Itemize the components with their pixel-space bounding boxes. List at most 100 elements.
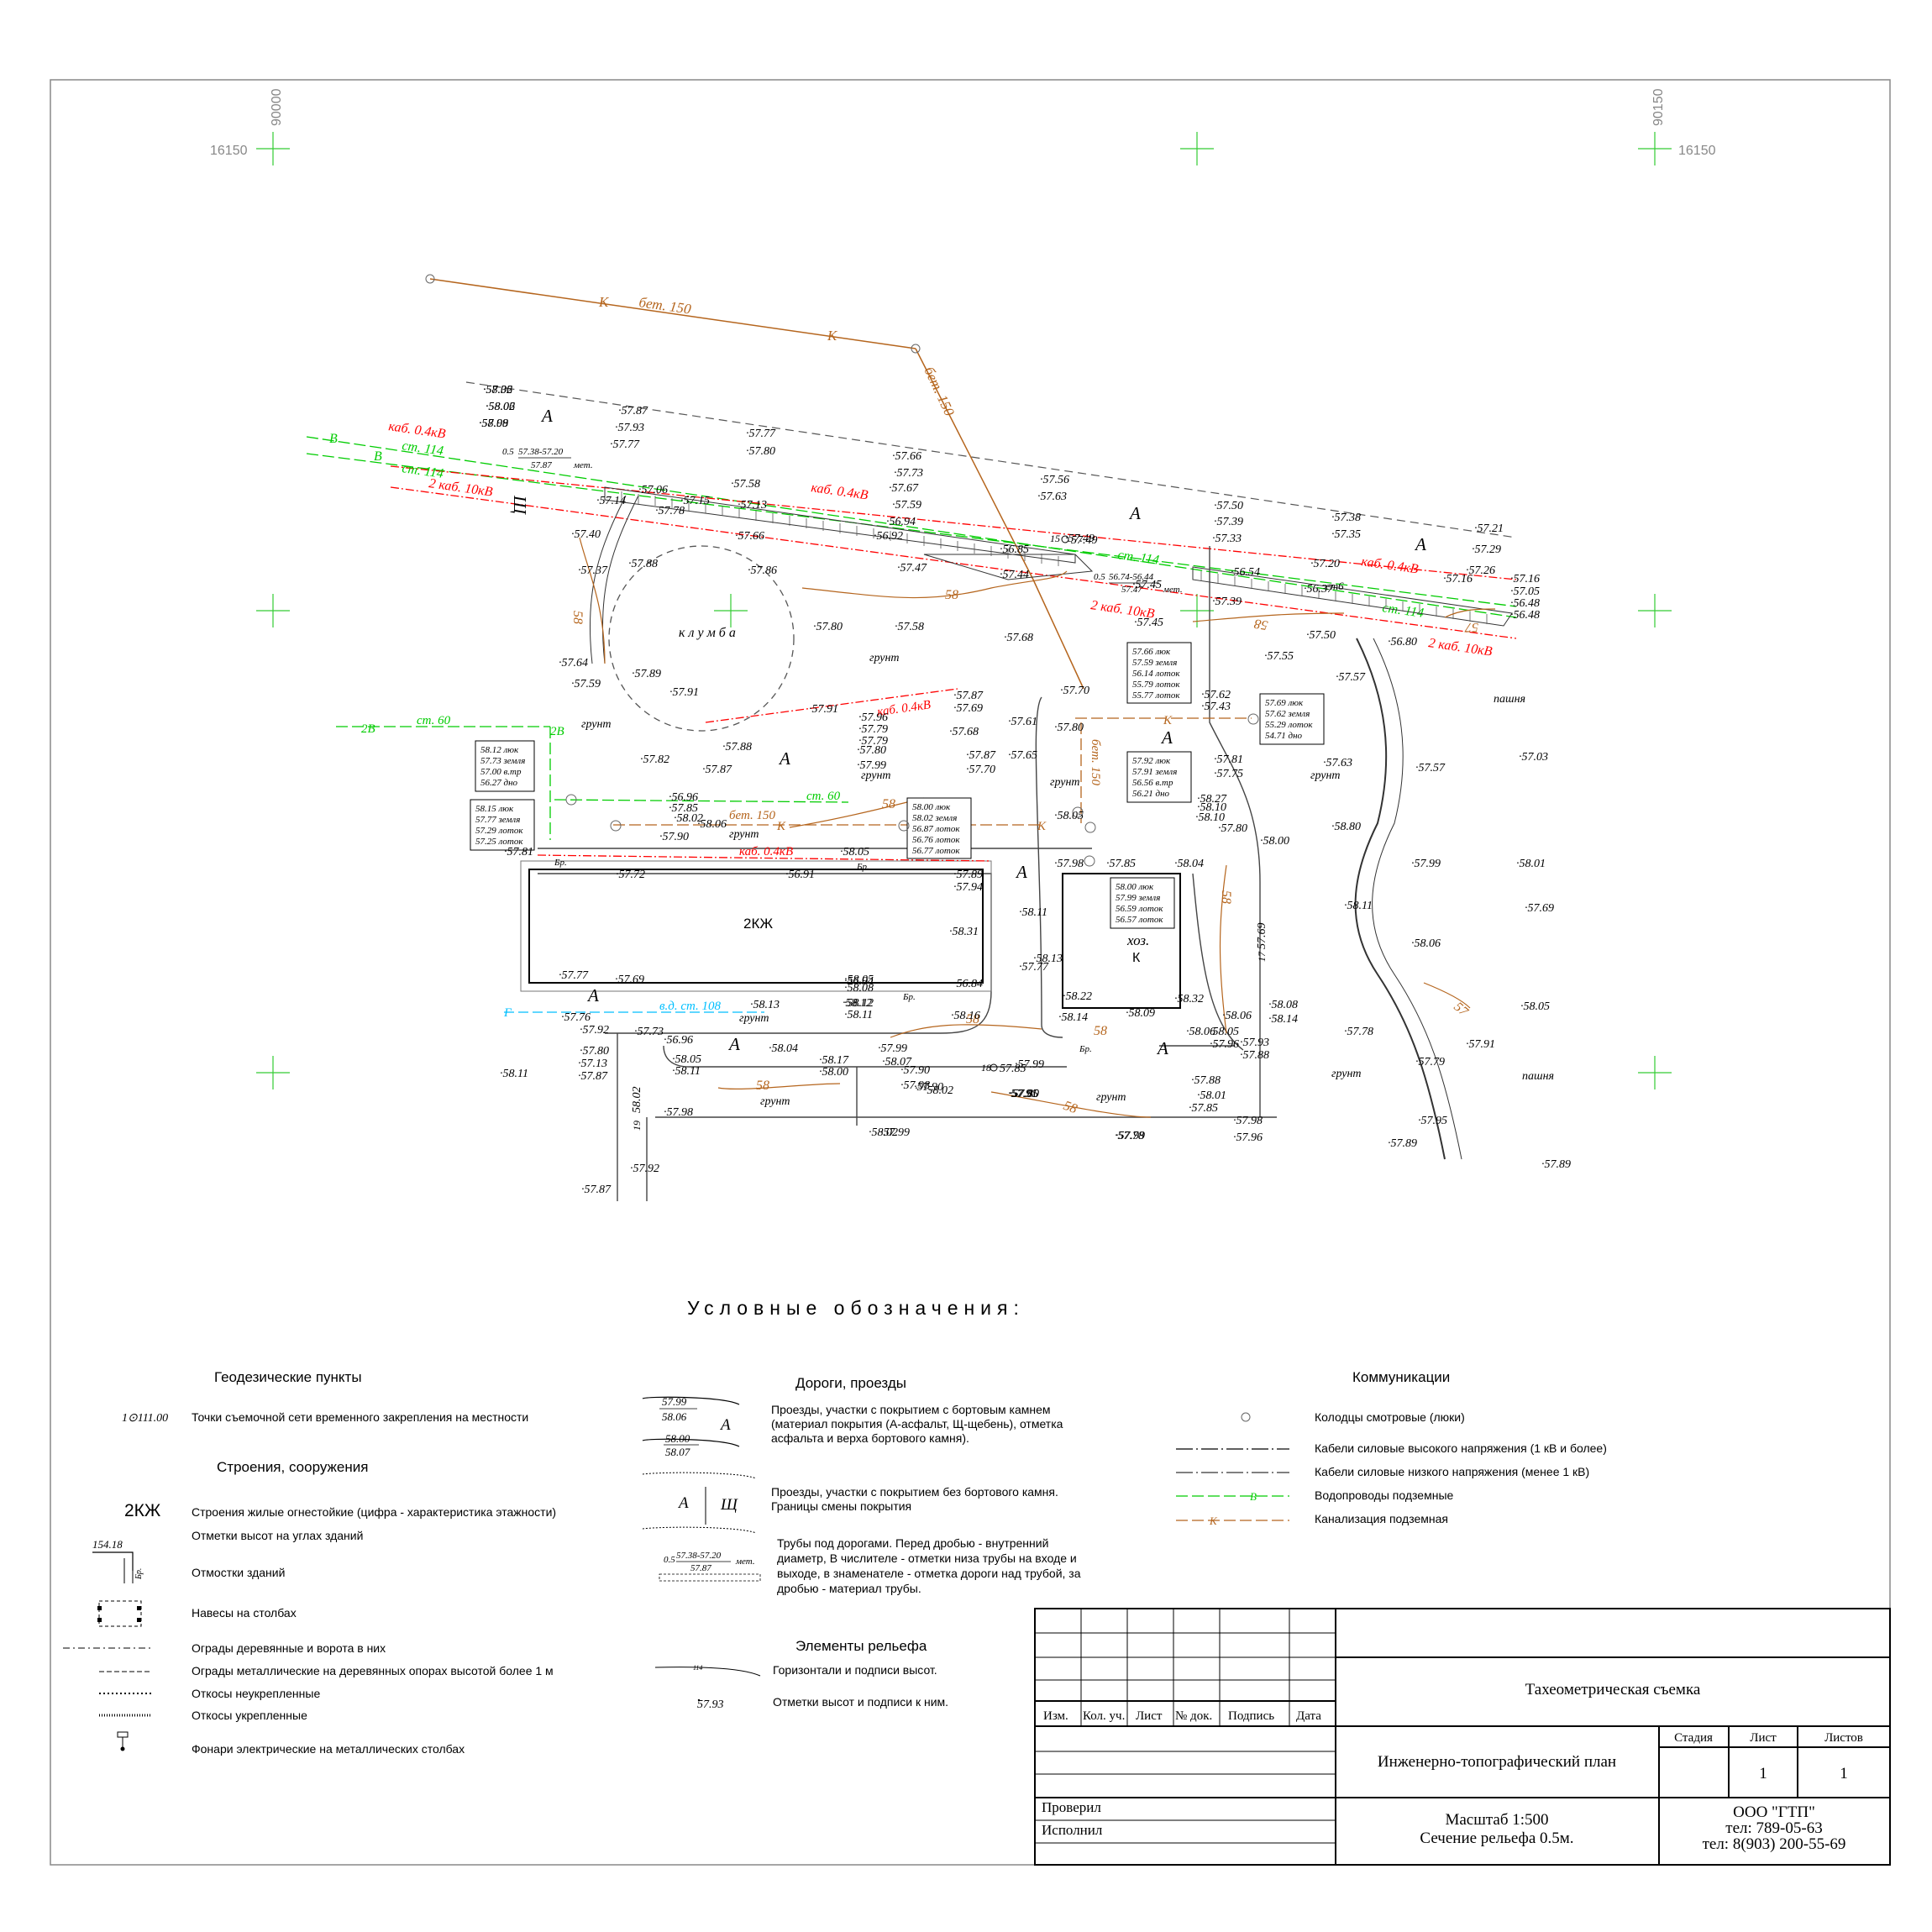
lamp-icon bbox=[117, 1731, 129, 1747]
stamp-header: № док. bbox=[1175, 1709, 1212, 1723]
elevation-mark: ·58.13 bbox=[1033, 953, 1063, 965]
grid-crosses bbox=[256, 132, 1672, 1089]
elevation-mark: ·58.07 bbox=[882, 1056, 912, 1068]
culvert-mat: мет. bbox=[1163, 585, 1183, 595]
elevation-mark: ·57.66 bbox=[892, 450, 921, 463]
elevation-mark: ·58.12 bbox=[843, 997, 872, 1010]
elevation-mark: ·57.50 bbox=[1214, 500, 1243, 512]
svg-text:57.66 люк: 57.66 люк bbox=[1132, 647, 1171, 657]
elevation-mark: ·56.96 bbox=[664, 1034, 693, 1047]
building-2kzh bbox=[528, 869, 984, 984]
contour-label: 58 bbox=[882, 797, 895, 811]
elevation-mark: ·57.77 bbox=[746, 428, 776, 440]
coord-y-left: 90000 bbox=[270, 88, 284, 126]
legend-naves-text: Навесы на столбах bbox=[192, 1606, 297, 1620]
elevation-mark: ·57.90 bbox=[659, 831, 689, 843]
legend-road2-shape bbox=[642, 1472, 757, 1534]
elevation-mark: ·57.77 bbox=[559, 969, 589, 982]
elevation-mark: ·57.85 bbox=[1189, 1102, 1218, 1115]
elevation-mark: ·57.68 bbox=[949, 726, 979, 738]
svg-text:56.59 лоток: 56.59 лоток bbox=[1116, 904, 1163, 914]
elevation-mark: ·57.87 bbox=[581, 1184, 612, 1196]
elevation-mark: ·57.44 bbox=[1000, 569, 1029, 581]
elevation-mark: ·58.27 bbox=[1197, 793, 1227, 806]
elevation-mark: ·58.12 bbox=[844, 997, 874, 1010]
survey-point-num: 19 bbox=[631, 1121, 643, 1131]
svg-text:грунт: грунт bbox=[1050, 776, 1080, 789]
elevation-mark: ·56.80 bbox=[1388, 636, 1417, 648]
elevation-mark: ·57.29 bbox=[1472, 543, 1501, 556]
elevation-mark: ·57.80 bbox=[1054, 722, 1084, 734]
svg-text:грунт: грунт bbox=[1096, 1091, 1126, 1104]
legend-geo-title: Геодезические пункты bbox=[214, 1369, 362, 1385]
elevation-mark: ·57.63 bbox=[1037, 491, 1067, 503]
surface-labels: А А А А А А А А Щ bbox=[510, 406, 1426, 1054]
elevation-mark: ·58.80 bbox=[1331, 821, 1361, 833]
elevation-mark: ·57.87 bbox=[578, 1070, 608, 1083]
legend-pipe-num: 57.38-57.20 bbox=[676, 1551, 722, 1561]
culvert-den: 57.87 bbox=[531, 460, 552, 470]
svg-text:55.79 лоток: 55.79 лоток bbox=[1132, 680, 1180, 690]
legend-roads-title: Дороги, проезды bbox=[795, 1375, 906, 1391]
elevation-mark: ·57.62 bbox=[1201, 689, 1231, 701]
elevation-mark: ·57.94 bbox=[953, 881, 983, 894]
elevation-mark: ·57.80 bbox=[580, 1045, 609, 1058]
elevation-mark: ·57.92 bbox=[630, 1163, 659, 1175]
elevation-mark: ·57.91 bbox=[1466, 1038, 1495, 1051]
building-hoz bbox=[1062, 873, 1181, 1009]
elevation-mark: ·57.75 bbox=[1214, 768, 1243, 780]
legend-elev-sample: 57.93 bbox=[697, 1698, 724, 1711]
elevation-mark: ·58.06 bbox=[486, 401, 515, 413]
survey-point-num: 15 bbox=[1050, 533, 1060, 544]
elevation-mark: ·57.67 bbox=[889, 482, 919, 495]
elevation-mark: ·57.61 bbox=[1008, 716, 1037, 728]
soil-labels: грунт грунт грунт грунт грунт грунт грун… bbox=[581, 652, 1341, 1108]
elevation-mark: ·57.98 bbox=[1054, 858, 1084, 870]
svg-text:56.56 в.тр: 56.56 в.тр bbox=[1132, 778, 1173, 788]
elevation-mark: ·57.88 bbox=[1240, 1049, 1269, 1062]
contour-label: 58 bbox=[756, 1079, 769, 1093]
stamp-header: Изм. bbox=[1043, 1709, 1068, 1723]
svg-text:А: А bbox=[1128, 503, 1141, 523]
elevation-mark: ·57.78 bbox=[655, 505, 685, 517]
legend-pipe-shape bbox=[659, 1573, 761, 1582]
legend-2kzh-text: Строения жилые огнестойкие (цифра - хара… bbox=[192, 1505, 556, 1519]
elevation-mark: ·57.57 bbox=[1336, 671, 1366, 684]
soil-label: грунт bbox=[1331, 1068, 1362, 1080]
svg-text:56.57 лоток: 56.57 лоток bbox=[1116, 915, 1163, 925]
elevation-mark: ·56.91 bbox=[785, 869, 815, 881]
legend-road1-bot: 58.06 bbox=[662, 1410, 687, 1423]
elevation-mark: ·57.73 bbox=[894, 467, 923, 480]
legend-slope-ukr-text: Откосы укрепленные bbox=[192, 1709, 307, 1722]
elevation-mark: ·57.47 bbox=[897, 562, 927, 575]
br-label: Бр. bbox=[554, 858, 567, 868]
pipe-label: каб. 0.4кВ bbox=[387, 419, 446, 441]
culvert-num: 57.38-57.20 bbox=[518, 447, 564, 457]
elevation-mark: ·58.08 bbox=[479, 417, 508, 430]
elevation-mark: ·57.82 bbox=[640, 753, 669, 766]
legend-naves-post bbox=[137, 1606, 141, 1610]
building-2kzh-label: 2КЖ bbox=[743, 916, 773, 932]
building-otmostka bbox=[520, 860, 992, 992]
elevation-mark: ·58.02 bbox=[869, 1126, 898, 1139]
building-hoz-k: К bbox=[1132, 951, 1141, 965]
legend-naves-post bbox=[137, 1618, 141, 1622]
elevation-mark: ·57.37 bbox=[578, 564, 608, 577]
elevation-mark: ·57.57 bbox=[1415, 762, 1446, 774]
svg-text:грунт: грунт bbox=[1310, 769, 1341, 782]
pipe-label: К bbox=[1037, 820, 1047, 833]
elevation-mark: ·57.90 bbox=[900, 1064, 930, 1077]
elevation-mark: ·57.26 bbox=[1466, 564, 1495, 577]
pipe-label: 2 каб. 10кВ bbox=[1427, 636, 1493, 659]
elevation-mark: ·57.99 bbox=[1116, 1130, 1145, 1142]
elevation-mark: ·58.02 bbox=[486, 401, 515, 413]
legend-road2-text: Проезды, участки с покрытием без бортово… bbox=[771, 1485, 1058, 1513]
survey-point-num: 17 bbox=[1256, 951, 1268, 962]
br-label: Бр. bbox=[856, 862, 869, 872]
elevation-mark: ·57.93 bbox=[615, 422, 644, 434]
legend-corner-sample: 154.18 bbox=[92, 1538, 123, 1551]
elevation-mark: ·57.58 bbox=[895, 621, 924, 633]
well-box: 58.00 люк 57.99 земля 56.59 лоток 56.57 … bbox=[1110, 877, 1175, 929]
elevation-mark: ·57.49 bbox=[1065, 533, 1095, 545]
legend-elev-dot bbox=[697, 1698, 701, 1702]
